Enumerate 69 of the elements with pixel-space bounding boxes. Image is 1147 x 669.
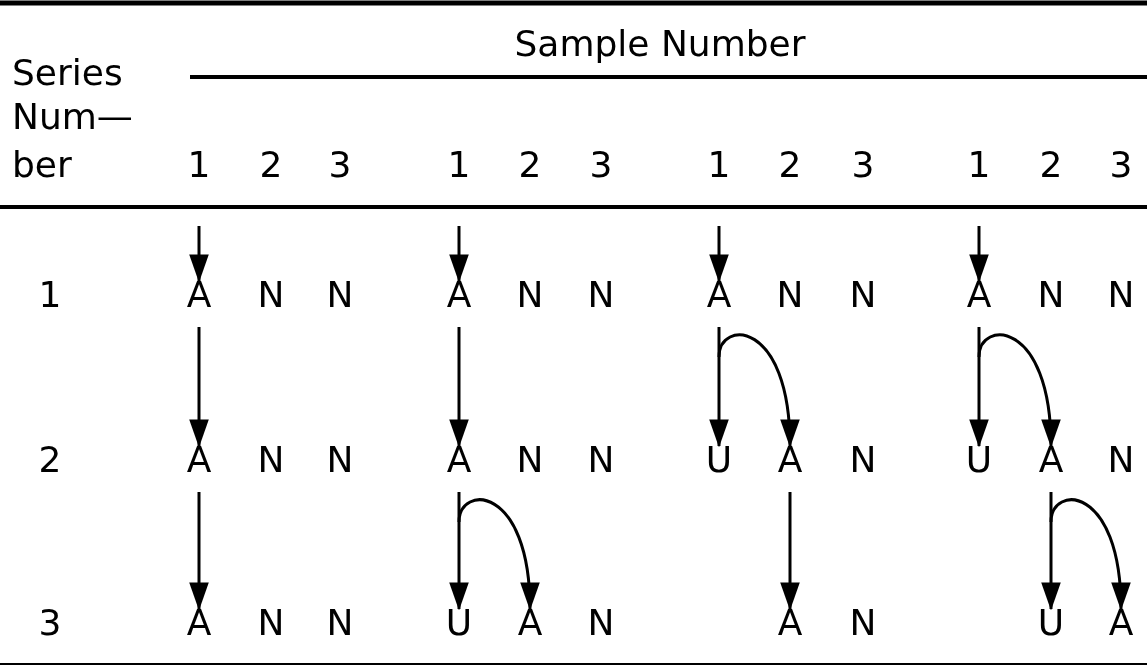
cell-letter: A xyxy=(186,440,212,480)
cell-letter: N xyxy=(1037,275,1065,315)
cell-letter: A xyxy=(777,440,803,480)
row-heading: Num— xyxy=(12,97,133,137)
arrow xyxy=(449,492,469,611)
cell-letter: A xyxy=(517,603,543,643)
cell-letter: N xyxy=(849,275,877,315)
number-label: 3 xyxy=(1109,145,1133,185)
arrow xyxy=(449,327,469,448)
arrow xyxy=(189,327,209,448)
arrow xyxy=(709,327,729,448)
cell-letter: N xyxy=(326,440,354,480)
number-label: 1 xyxy=(707,145,731,185)
arrow xyxy=(457,498,539,611)
arrow xyxy=(189,226,209,283)
number-label: 2 xyxy=(518,145,542,185)
cell-letter: N xyxy=(516,440,544,480)
number-label: 1 xyxy=(447,145,471,185)
cell-letter: A xyxy=(186,603,212,643)
cell-letter: U xyxy=(965,440,993,480)
cell-letter: A xyxy=(446,440,472,480)
cell-letter: N xyxy=(516,275,544,315)
cell-letter: A xyxy=(1108,603,1134,643)
cell-letter: A xyxy=(966,275,992,315)
cell-letter: U xyxy=(445,603,473,643)
cell-letter: N xyxy=(326,275,354,315)
cell-letter: N xyxy=(587,275,615,315)
cell-letter: N xyxy=(257,603,285,643)
cell-letter: A xyxy=(1038,440,1064,480)
arrow xyxy=(969,226,989,283)
cell-letter: N xyxy=(849,603,877,643)
arrow xyxy=(969,327,989,448)
number-label: 3 xyxy=(38,603,62,643)
arrow xyxy=(1049,498,1130,611)
cell-letter: N xyxy=(587,603,615,643)
row-heading: ber xyxy=(12,145,72,185)
arrow xyxy=(780,492,800,611)
cell-letter: A xyxy=(706,275,732,315)
number-label: 2 xyxy=(1039,145,1063,185)
number-label: 3 xyxy=(328,145,352,185)
number-label: 3 xyxy=(589,145,613,185)
arrow xyxy=(449,226,469,283)
cell-letter: A xyxy=(446,275,472,315)
arrow xyxy=(977,333,1060,448)
number-label: 1 xyxy=(967,145,991,185)
arrow xyxy=(1041,492,1061,611)
number-label: 2 xyxy=(38,440,62,480)
cell-letter: U xyxy=(1037,603,1065,643)
cell-letter: A xyxy=(777,603,803,643)
cell-letter: U xyxy=(705,440,733,480)
row-heading: Series xyxy=(12,53,123,93)
number-label: 1 xyxy=(38,275,62,315)
number-label: 2 xyxy=(259,145,283,185)
cell-letter: N xyxy=(326,603,354,643)
arrow xyxy=(717,333,799,448)
cell-letter: N xyxy=(776,275,804,315)
column-heading: Sample Number xyxy=(514,24,806,64)
cell-letter: N xyxy=(257,275,285,315)
cell-letter: N xyxy=(849,440,877,480)
cell-letter: N xyxy=(257,440,285,480)
arrow xyxy=(709,226,729,283)
cell-letter: A xyxy=(186,275,212,315)
cell-letter: N xyxy=(1107,440,1135,480)
number-label: 2 xyxy=(778,145,802,185)
arrow xyxy=(189,492,209,611)
number-label: 1 xyxy=(187,145,211,185)
number-label: 3 xyxy=(851,145,875,185)
cell-letter: N xyxy=(587,440,615,480)
cell-letter: N xyxy=(1107,275,1135,315)
